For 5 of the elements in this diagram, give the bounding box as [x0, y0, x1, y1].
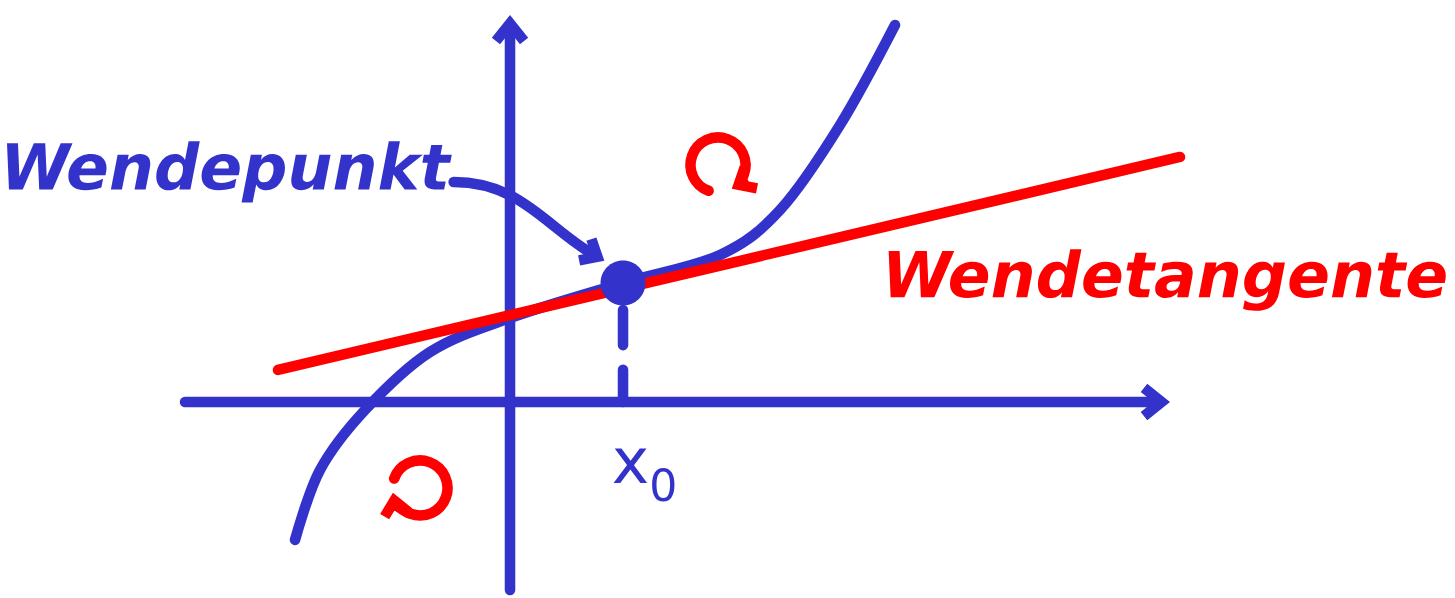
- inflection-point: [600, 260, 646, 306]
- axis-label: x$_{0}$: [613, 448, 675, 502]
- callout-text: Wendepunkt: [7, 141, 452, 203]
- curved-arrow: [448, 176, 605, 266]
- tangent-label: Wendetangente: [888, 249, 1446, 311]
